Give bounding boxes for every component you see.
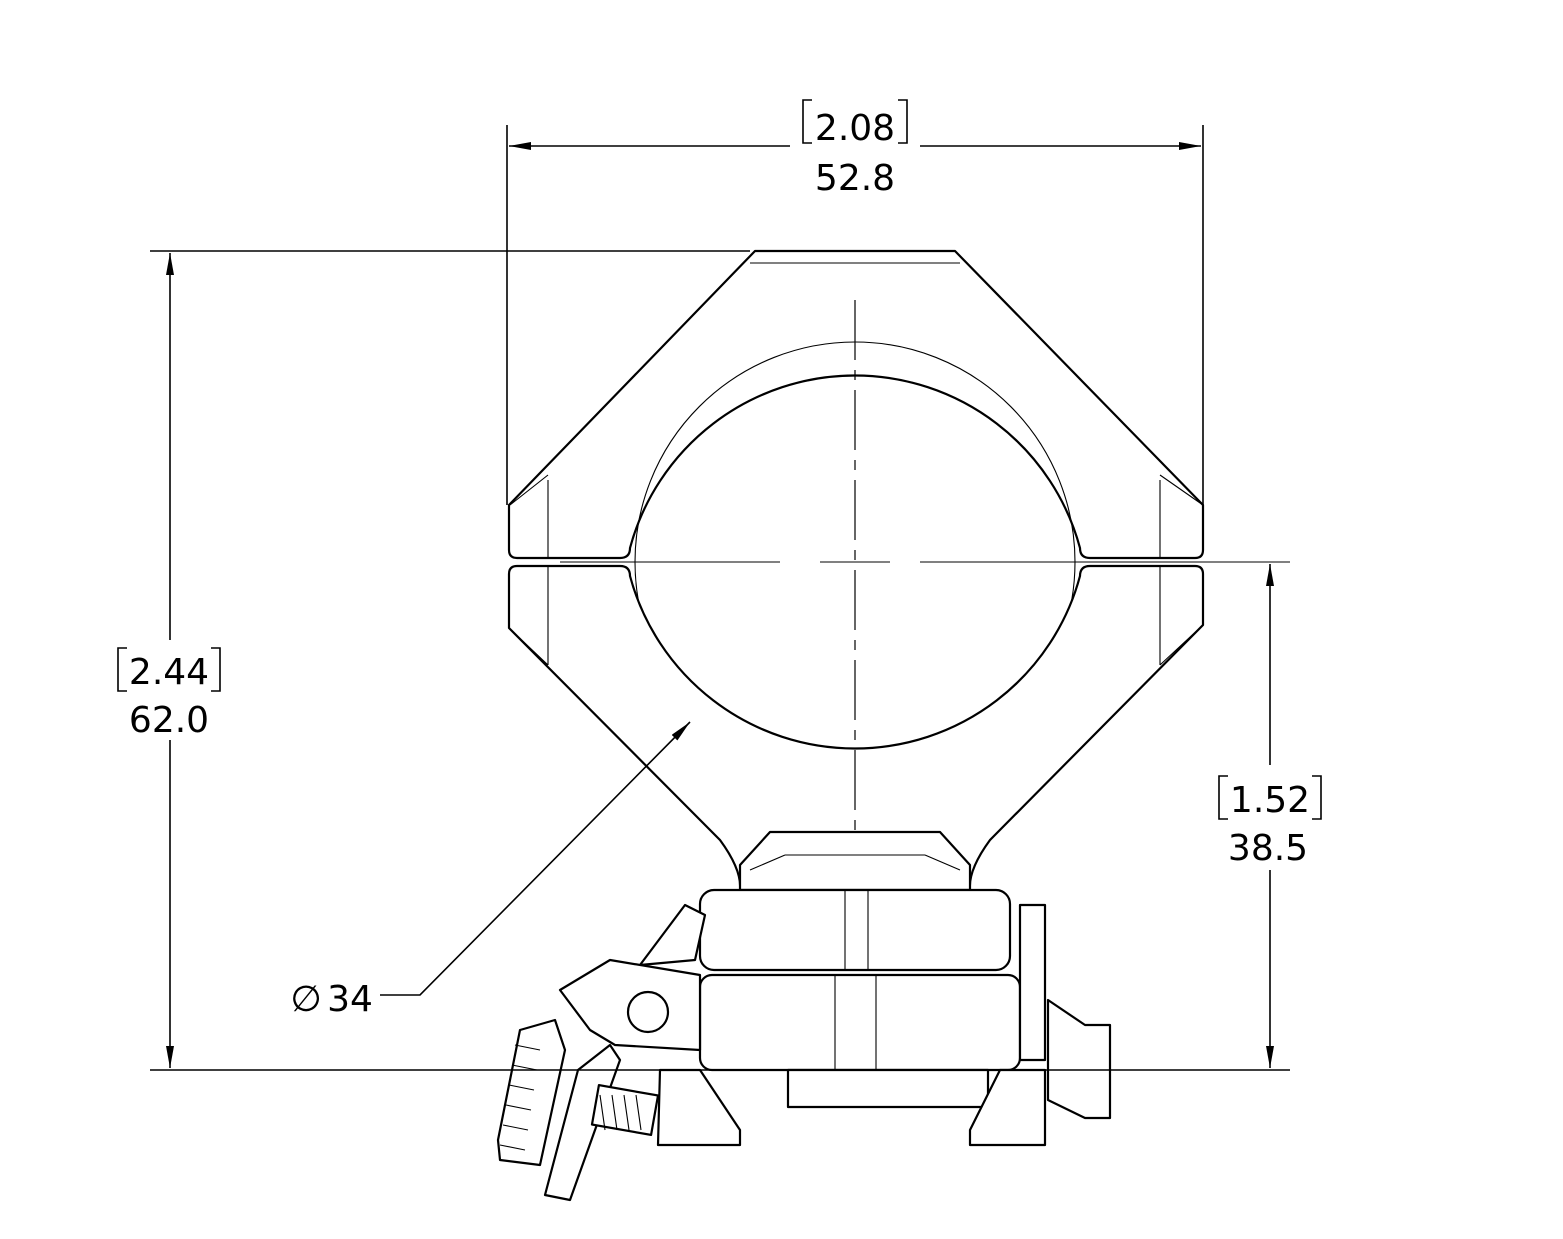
centerlines bbox=[560, 300, 1290, 830]
diameter-symbol: ∅ bbox=[290, 979, 321, 1020]
height-dimension: 2.44 62.0 bbox=[117, 250, 1290, 1071]
height-mm: 62.0 bbox=[129, 700, 209, 741]
center-height-inches: 1.52 bbox=[1230, 780, 1310, 821]
ring-base bbox=[638, 830, 1112, 1147]
throw-lever bbox=[496, 958, 702, 1202]
center-height-dimension: 1.52 38.5 bbox=[1218, 564, 1322, 1068]
bore-diameter-callout: ∅ 34 bbox=[290, 721, 691, 1020]
bore-diameter-value: 34 bbox=[327, 979, 373, 1020]
width-inches: 2.08 bbox=[815, 108, 895, 149]
center-height-mm: 38.5 bbox=[1228, 828, 1308, 869]
height-inches: 2.44 bbox=[129, 652, 209, 693]
width-dimension: 2.08 52.8 bbox=[506, 99, 1204, 505]
width-mm: 52.8 bbox=[815, 158, 895, 199]
